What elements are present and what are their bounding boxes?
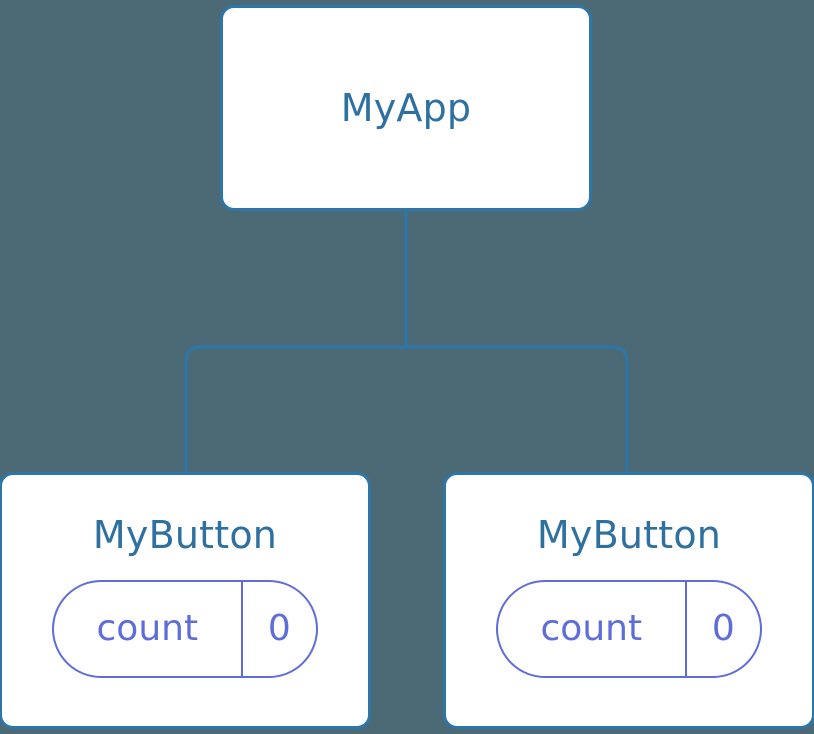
state-key-cell-left: count [54, 582, 243, 676]
node-mybutton-right[interactable]: MyButton count 0 [443, 472, 814, 729]
state-key-label-left: count [96, 608, 199, 649]
state-pill-left[interactable]: count 0 [52, 580, 318, 678]
node-title-child-right: MyButton [536, 513, 722, 557]
state-key-cell-right: count [498, 582, 687, 676]
state-value-label-left: 0 [267, 608, 291, 649]
node-mybutton-left[interactable]: MyButton count 0 [0, 472, 371, 729]
state-value-label-right: 0 [711, 608, 735, 649]
node-myapp[interactable]: MyApp [220, 5, 592, 211]
state-value-cell-right: 0 [687, 582, 760, 676]
node-title-child-left: MyButton [92, 513, 278, 557]
state-key-label-right: count [540, 608, 643, 649]
state-value-cell-left: 0 [243, 582, 316, 676]
node-title-root: MyApp [340, 86, 472, 130]
state-pill-right[interactable]: count 0 [496, 580, 762, 678]
connector-branch [184, 345, 629, 474]
